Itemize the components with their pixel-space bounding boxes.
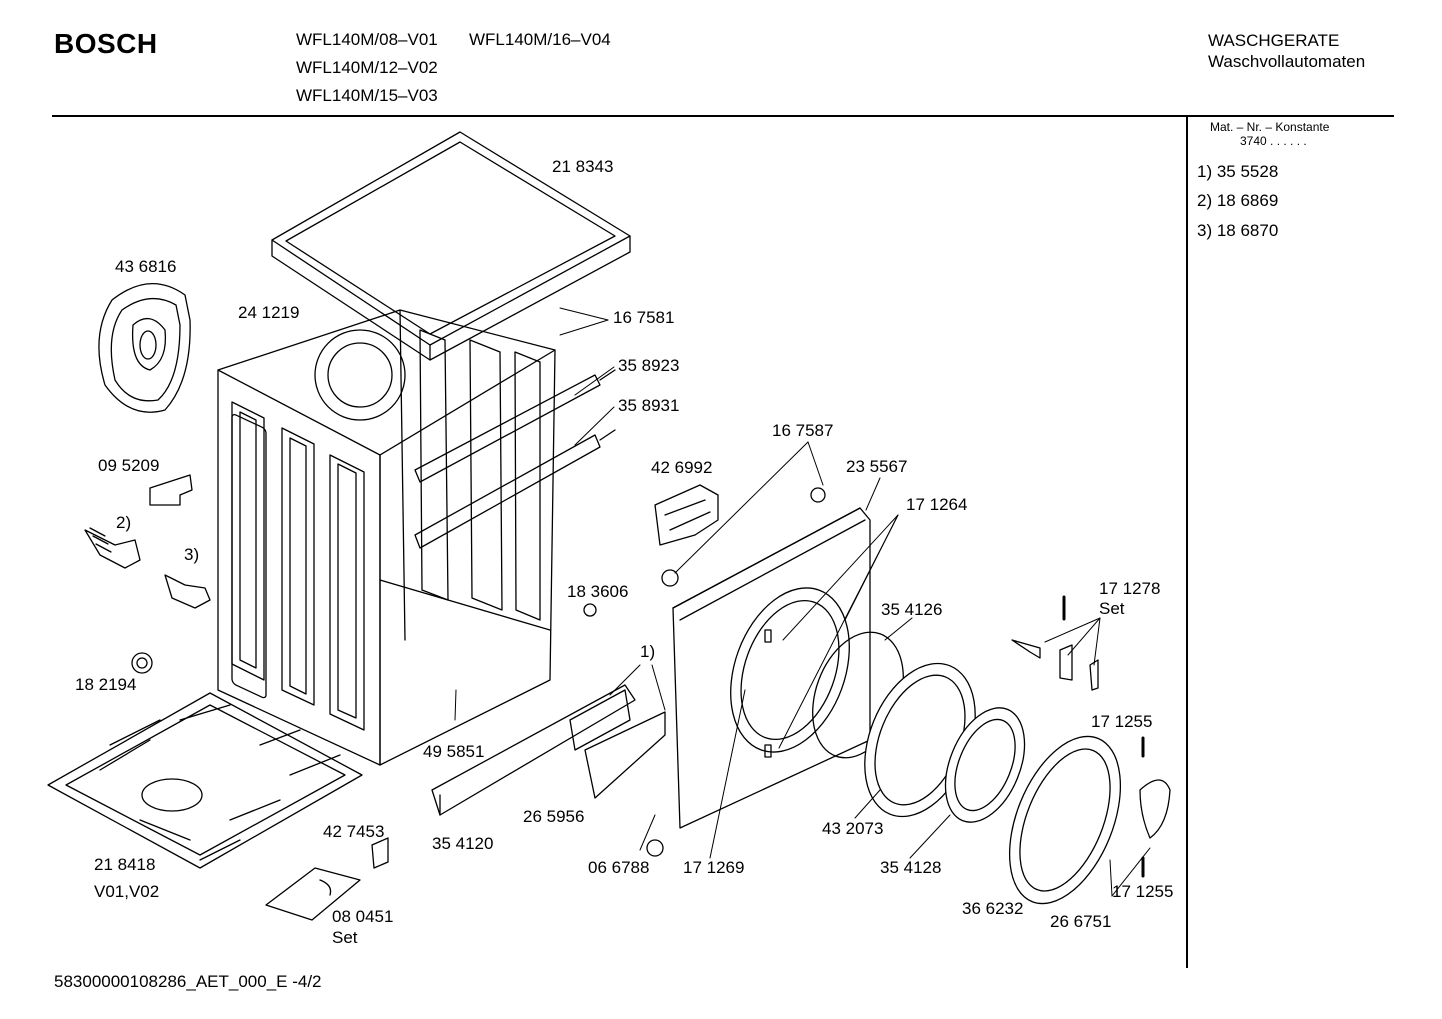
part-label: 17 1278 (1099, 579, 1161, 598)
model-number: WFL140M/16–V04 (469, 30, 611, 49)
part-label: 18 2194 (75, 675, 137, 694)
footnote-marker: 1) (640, 642, 656, 661)
front-panel-drawing (673, 508, 871, 828)
part-label-variant: V01,V02 (94, 882, 160, 901)
part-label: 42 7453 (323, 822, 385, 841)
model-number: WFL140M/12–V02 (296, 58, 438, 77)
rear-cover-drawing (99, 284, 190, 413)
part-label: 42 6992 (651, 458, 713, 477)
door-lock-drawing (655, 485, 825, 586)
part-label: 35 4120 (432, 834, 494, 853)
part-label: 21 8418 (94, 855, 156, 874)
leader-lines (455, 308, 1150, 896)
footnote-item: 3) 18 6870 (1197, 221, 1279, 240)
part-label: 35 8923 (618, 356, 680, 375)
door-assembly-drawing (844, 597, 1170, 920)
control-panel-drawing (432, 685, 665, 856)
part-label: 43 6816 (115, 257, 177, 276)
part-label: 49 5851 (423, 742, 485, 761)
part-label-set: Set (332, 928, 358, 947)
footnote-marker: 2) (116, 513, 132, 532)
small-parts-drawing (85, 475, 596, 920)
part-label: 26 5956 (523, 807, 585, 826)
part-label: 16 7581 (613, 308, 675, 327)
part-label: 08 0451 (332, 907, 394, 926)
part-label-set: Set (1099, 599, 1125, 618)
part-label: 17 1255 (1112, 882, 1174, 901)
cabinet-drawing (218, 310, 555, 765)
part-label: 09 5209 (98, 456, 160, 475)
document-id: 58300000108286_AET_000_E -4/2 (54, 972, 322, 991)
part-label: 35 8931 (618, 396, 680, 415)
model-number: WFL140M/08–V01 (296, 30, 438, 49)
category-subtitle: Waschvollautomaten (1208, 52, 1366, 71)
header-divider (52, 115, 1394, 117)
side-panel-divider (1186, 116, 1188, 968)
konstante-title: Mat. – Nr. – Konstante (1210, 120, 1330, 134)
model-number: WFL140M/15–V03 (296, 86, 438, 105)
part-label: 21 8343 (552, 157, 614, 176)
part-label: 24 1219 (238, 303, 300, 322)
top-lid-drawing (272, 132, 630, 360)
part-label: 18 3606 (567, 582, 629, 601)
footnote-item: 1) 35 5528 (1197, 162, 1279, 181)
footnote-item: 2) 18 6869 (1197, 191, 1279, 210)
part-label: 35 4128 (880, 858, 942, 877)
part-label: 16 7587 (772, 421, 834, 440)
part-label: 36 6232 (962, 899, 1024, 918)
cross-struts-drawing (415, 370, 615, 548)
part-label: 23 5567 (846, 457, 908, 476)
part-label: 35 4126 (881, 600, 943, 619)
footnote-marker: 3) (184, 545, 200, 564)
part-label: 26 6751 (1050, 912, 1112, 931)
part-label: 06 6788 (588, 858, 650, 877)
part-label: 17 1264 (906, 495, 968, 514)
category-title: WASCHGERATE (1208, 31, 1340, 50)
part-label: 43 2073 (822, 819, 884, 838)
part-label: 17 1269 (683, 858, 745, 877)
part-label: 17 1255 (1091, 712, 1153, 731)
konstante-value: 3740 . . . . . . (1240, 134, 1307, 148)
brand-logo: BOSCH (54, 28, 158, 59)
base-plate-drawing (48, 693, 362, 868)
